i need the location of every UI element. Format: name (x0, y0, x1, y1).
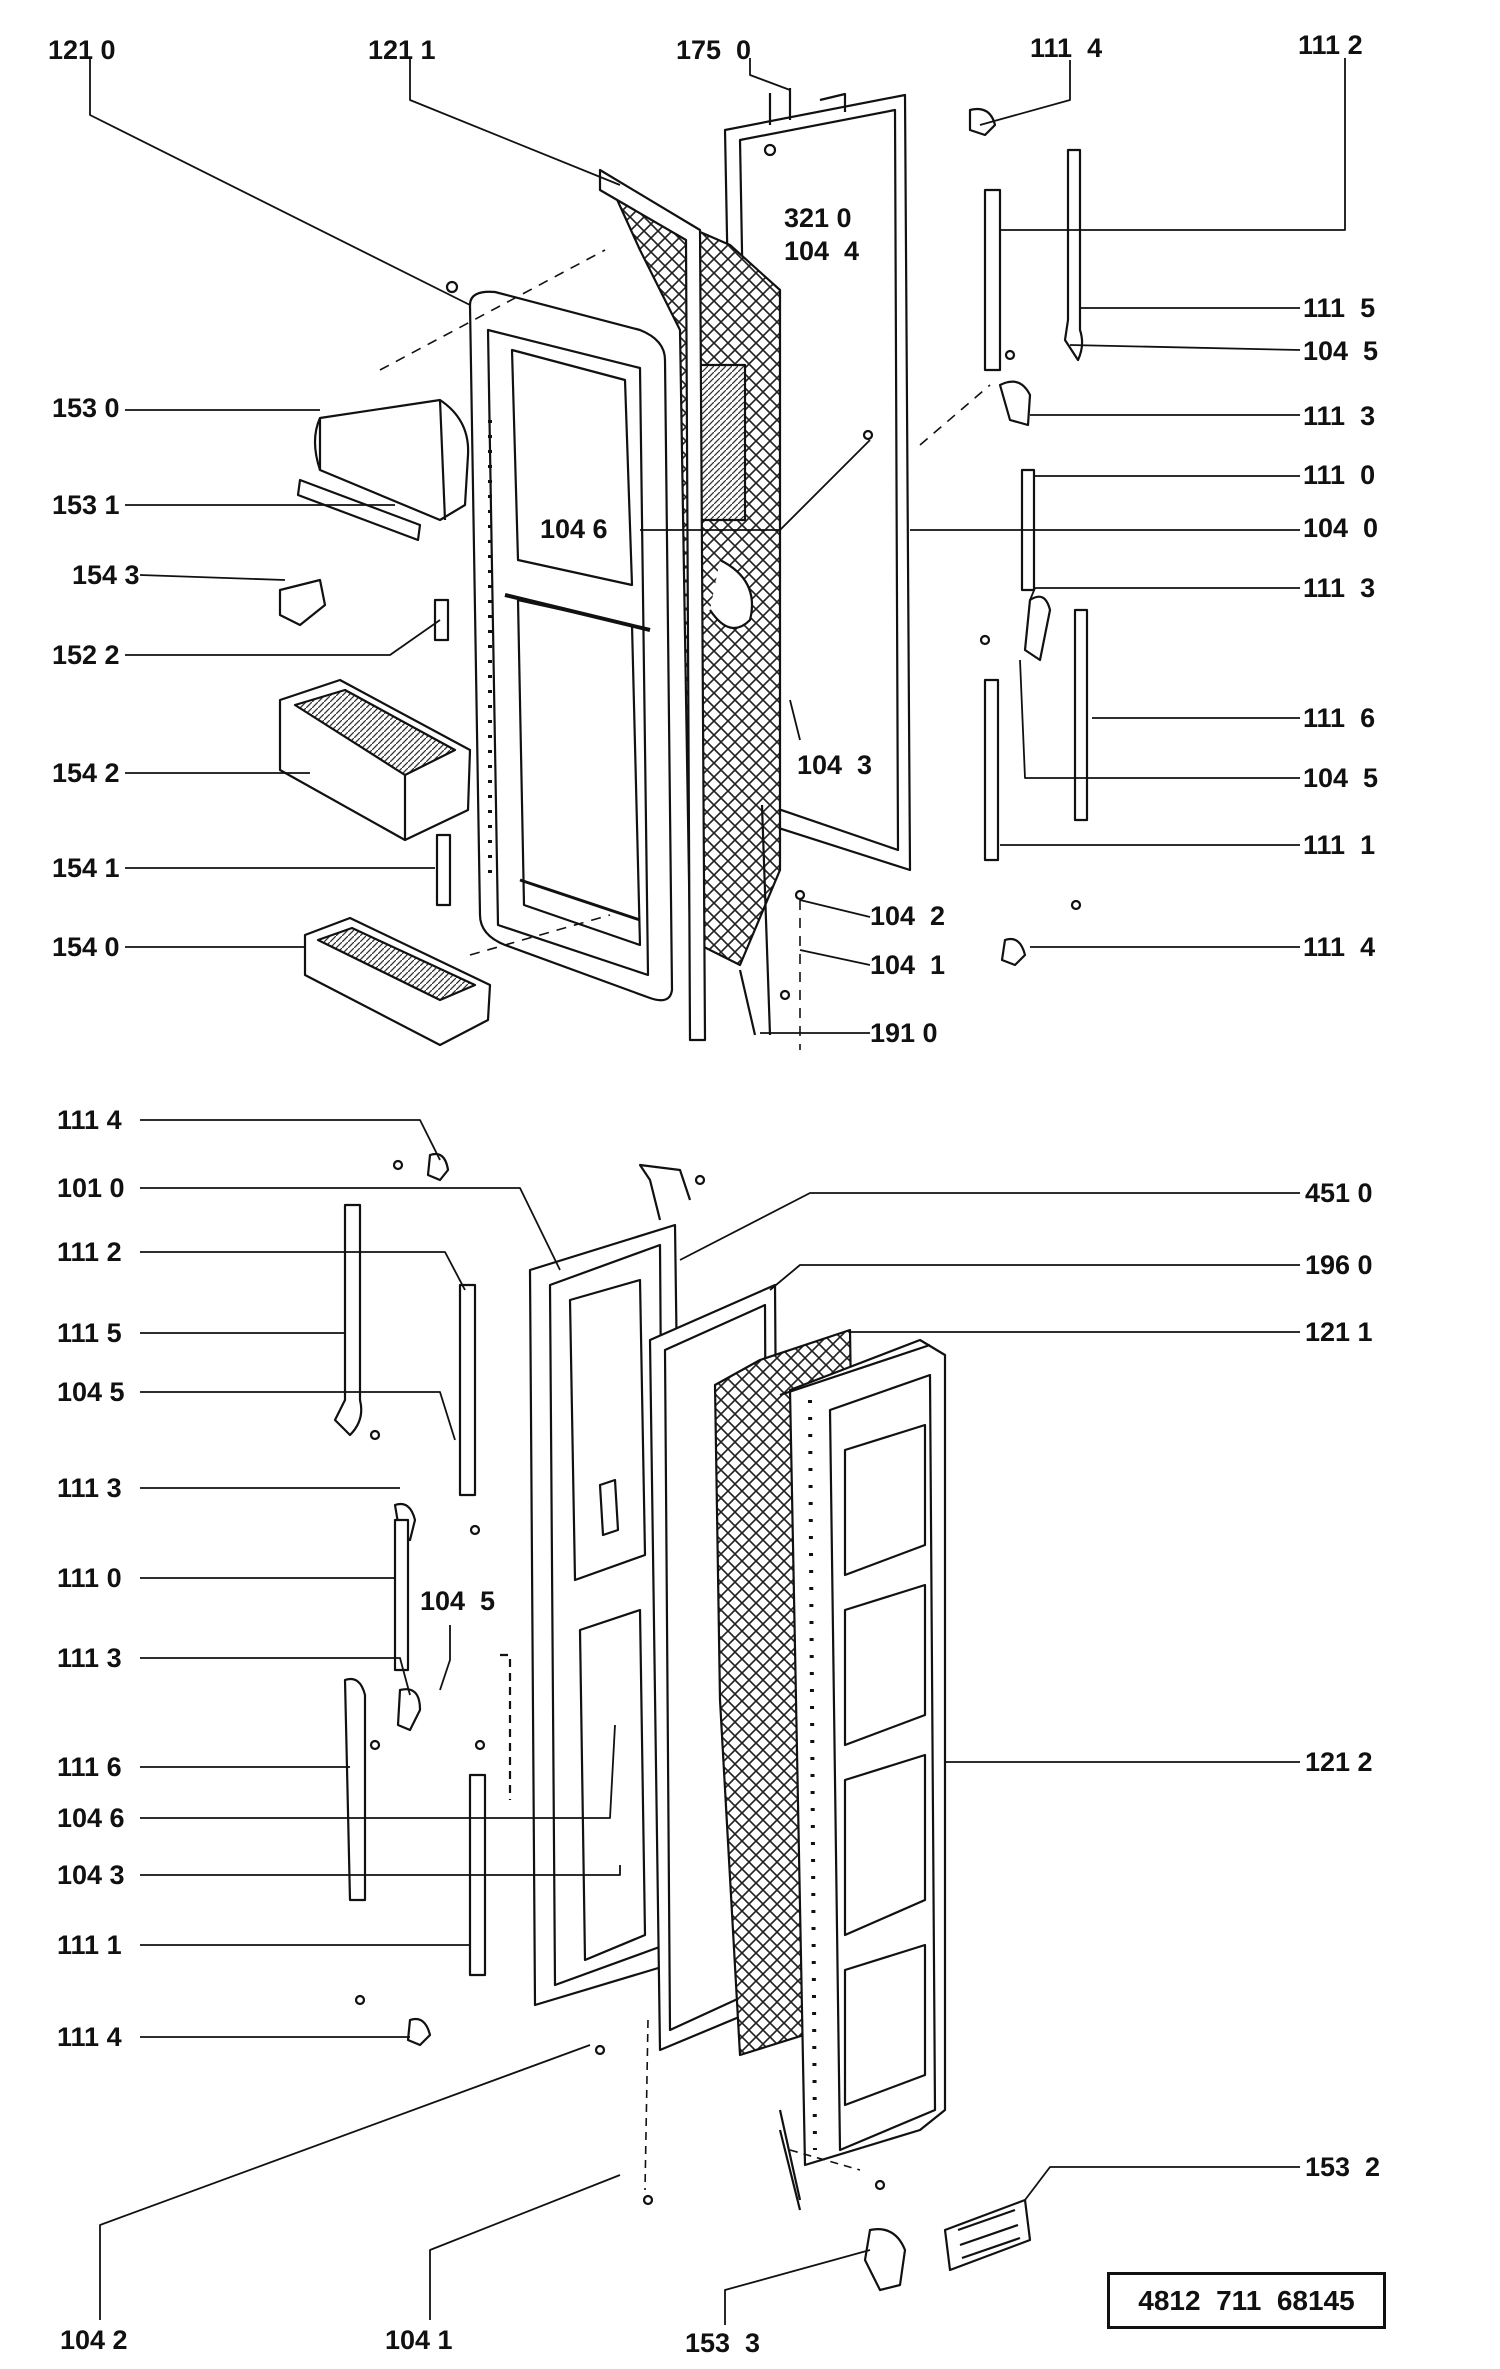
callout-label: 153 1 (52, 490, 120, 520)
callout-label: 111 4 (57, 1105, 122, 1135)
callout-label: 111 1 (57, 1930, 122, 1960)
bracket-1543 (278, 578, 327, 627)
bottom-flap-1532 (943, 2198, 1032, 2272)
callout-label: 104 5 (1303, 763, 1379, 793)
callout-label: 104 5 (57, 1377, 125, 1407)
top-door-inner-liner (468, 290, 674, 1002)
callout-leaders-top (89, 58, 1346, 1034)
callout-label: 101 0 (57, 1173, 125, 1203)
callout-label: 104 6 (540, 514, 608, 544)
callout-label: 154 0 (52, 932, 120, 962)
callout-label: 111 0 (57, 1563, 122, 1593)
butter-compartment (296, 398, 470, 542)
callout-label: 104 4 (784, 236, 860, 266)
callout-label: 111 4 (1030, 33, 1103, 63)
callout-label: 321 0 (784, 203, 852, 233)
callout-label: 451 0 (1305, 1178, 1373, 1208)
top-hinge-rails (968, 107, 1089, 967)
callout-label: 111 0 (1303, 460, 1376, 490)
callout-label: 121 0 (48, 35, 116, 65)
callout-label: 111 5 (57, 1318, 122, 1348)
callout-label: 121 1 (1305, 1317, 1373, 1347)
bottom-door-inner-liner (778, 1338, 947, 2211)
callout-label: 104 3 (57, 1860, 125, 1890)
callout-label: 111 2 (1298, 30, 1363, 60)
callout-label: 121 1 (368, 35, 436, 65)
callout-label: 104 1 (385, 2325, 453, 2355)
callout-label: 111 3 (1303, 573, 1376, 603)
screw-icon-bottom (354, 1159, 886, 2206)
callout-label: 154 1 (52, 853, 120, 883)
callout-label: 121 2 (1305, 1747, 1373, 1777)
callout-label: 111 4 (57, 2022, 122, 2052)
callout-label: 104 0 (1303, 513, 1379, 543)
door-bin-1540 (303, 916, 492, 1047)
callout-label: 153 0 (52, 393, 120, 423)
callout-label: 111 6 (1303, 703, 1376, 733)
callout-label: 153 2 (1305, 2152, 1381, 2182)
callout-label: 111 5 (1303, 293, 1376, 323)
callout-label: 196 0 (1305, 1250, 1373, 1280)
callout-label: 104 3 (797, 750, 873, 780)
callout-label: 111 1 (1303, 830, 1376, 860)
callout-label: 111 3 (57, 1643, 122, 1673)
callout-label: 104 5 (1303, 336, 1379, 366)
callout-label: 111 2 (57, 1237, 122, 1267)
callout-label: 111 6 (57, 1752, 122, 1782)
callout-label: 111 3 (1303, 401, 1376, 431)
bottom-hinge-parts (333, 1152, 861, 2191)
bottom-part-1533 (863, 2228, 907, 2292)
callout-label: 104 1 (870, 950, 946, 980)
callout-label: 153 3 (685, 2328, 761, 2358)
callout-leaders-bottom (99, 1119, 1300, 2325)
callout-label: 191 0 (870, 1018, 938, 1048)
screw-icon (445, 143, 1082, 1001)
top-door-gasket (598, 168, 772, 1042)
callout-label: 154 3 (72, 560, 140, 590)
callout-label: 104 5 (420, 1586, 496, 1616)
callout-label: 104 2 (870, 901, 946, 931)
callout-label: 104 6 (57, 1803, 125, 1833)
callout-label: 152 2 (52, 640, 120, 670)
callout-label: 154 2 (52, 758, 120, 788)
callout-label: 175 0 (676, 35, 752, 65)
door-bin-1542 (278, 678, 472, 842)
callout-label: 111 3 (57, 1473, 122, 1503)
callout-label: 111 4 (1303, 932, 1376, 962)
reference-number-box: 4812 711 68145 (1107, 2272, 1386, 2329)
callout-label: 104 2 (60, 2325, 128, 2355)
